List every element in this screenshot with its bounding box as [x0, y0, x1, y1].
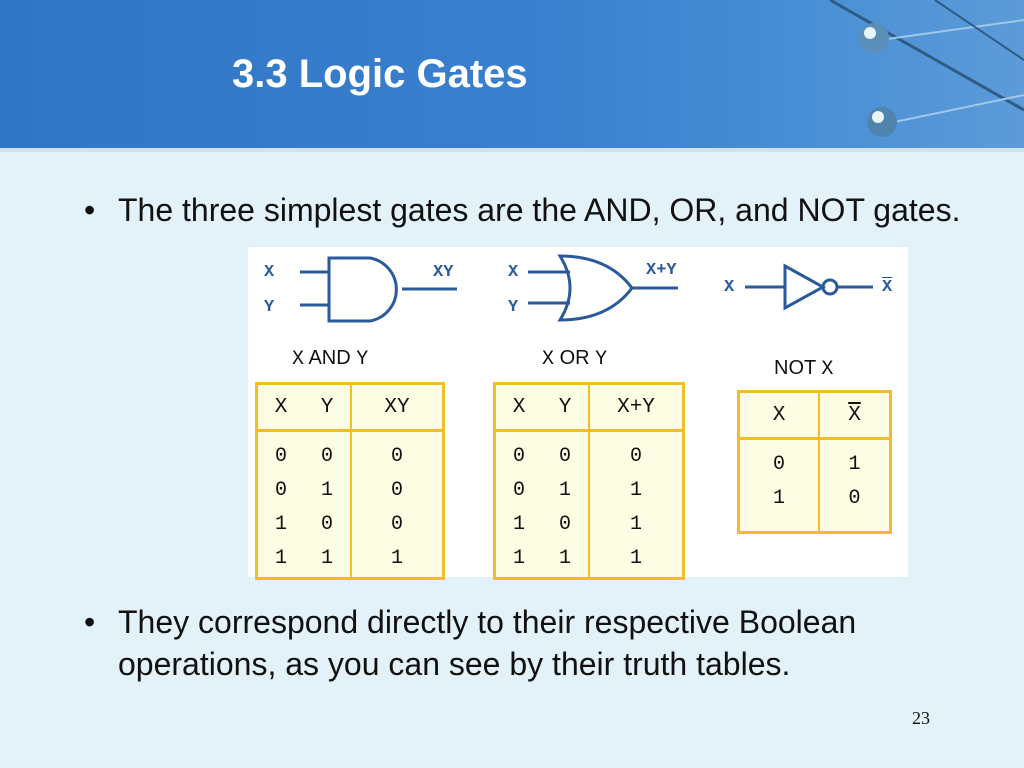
table-cell: 1 [353, 542, 441, 576]
and-header-x: X [257, 384, 305, 431]
table-cell: 1 [741, 482, 817, 516]
table-cell: 0 [353, 474, 441, 508]
table-cell: 1 [591, 508, 681, 542]
not-gate-icon [745, 262, 885, 312]
or-col-y: 0 1 0 1 [542, 431, 589, 579]
or-header-y: Y [542, 384, 589, 431]
not-output-label: X [882, 278, 892, 297]
and-truth-table: X Y XY 0 0 1 1 0 1 0 1 0 0 0 1 [255, 382, 445, 580]
and-col-x: 0 0 1 1 [257, 431, 305, 579]
pushpin-decoration-icon [820, 0, 1024, 148]
table-cell: 1 [543, 542, 587, 576]
not-caption: NOT X [774, 357, 833, 381]
table-cell: 1 [591, 542, 681, 576]
or-header-out: X+Y [589, 384, 684, 431]
table-cell: 0 [353, 508, 441, 542]
or-input-x: X [508, 263, 518, 282]
table-cell: 0 [353, 440, 441, 474]
or-caption-op: OR [560, 347, 590, 369]
not-header-x: X [739, 392, 820, 439]
or-col-out: 0 1 1 1 [589, 431, 684, 579]
not-col-x: 0 1 [739, 439, 820, 533]
table-cell: 1 [305, 474, 349, 508]
and-caption-b: Y [356, 348, 368, 371]
not-header-out: X [848, 404, 861, 427]
table-cell: 0 [543, 440, 587, 474]
not-header-out-cell: X [819, 392, 891, 439]
bullet-text: They correspond directly to their respec… [118, 601, 978, 685]
or-caption: X OR Y [542, 347, 607, 371]
table-cell: 1 [259, 508, 303, 542]
page-number: 23 [912, 708, 930, 729]
table-cell: 1 [821, 448, 888, 482]
table-cell: 0 [259, 440, 303, 474]
not-col-out: 1 0 [819, 439, 891, 533]
and-col-y: 0 1 0 1 [304, 431, 351, 579]
slide-title: 3.3 Logic Gates [232, 52, 528, 97]
and-input-x: X [264, 263, 274, 282]
not-input-x: X [724, 278, 734, 297]
and-caption-a: X [292, 348, 304, 371]
table-cell: 0 [497, 440, 541, 474]
table-cell: 1 [305, 542, 349, 576]
or-caption-b: Y [595, 348, 607, 371]
bullet-marker: • [84, 601, 95, 643]
not-caption-a: X [821, 358, 833, 381]
table-cell: 0 [259, 474, 303, 508]
bullet-marker: • [84, 189, 95, 231]
table-cell: 0 [821, 482, 888, 516]
table-cell: 0 [305, 508, 349, 542]
and-header-y: Y [304, 384, 351, 431]
not-truth-table: X X 0 1 1 0 [737, 390, 892, 534]
table-cell: 1 [543, 474, 587, 508]
header-divider [0, 148, 1024, 152]
table-cell: 1 [497, 508, 541, 542]
and-caption: X AND Y [292, 347, 368, 371]
table-cell: 0 [305, 440, 349, 474]
bullet-text: The three simplest gates are the AND, OR… [118, 189, 978, 231]
or-header-x: X [495, 384, 543, 431]
or-col-x: 0 0 1 1 [495, 431, 543, 579]
or-truth-table: X Y X+Y 0 0 1 1 0 1 0 1 0 1 1 1 [493, 382, 685, 580]
and-input-y: Y [264, 298, 274, 317]
table-cell: 0 [543, 508, 587, 542]
and-col-out: 0 0 0 1 [351, 431, 444, 579]
and-output-label: XY [433, 263, 453, 282]
and-header-out: XY [351, 384, 444, 431]
and-caption-op: AND [308, 347, 350, 369]
table-cell: 0 [741, 448, 817, 482]
or-output-label: X+Y [646, 261, 677, 280]
or-caption-a: X [542, 348, 554, 371]
table-cell: 1 [591, 474, 681, 508]
table-cell: 0 [591, 440, 681, 474]
table-cell: 0 [497, 474, 541, 508]
table-cell: 1 [497, 542, 541, 576]
or-input-y: Y [508, 298, 518, 317]
title-bar: 3.3 Logic Gates [0, 0, 1024, 148]
not-caption-op: NOT [774, 357, 816, 379]
table-cell: 1 [259, 542, 303, 576]
